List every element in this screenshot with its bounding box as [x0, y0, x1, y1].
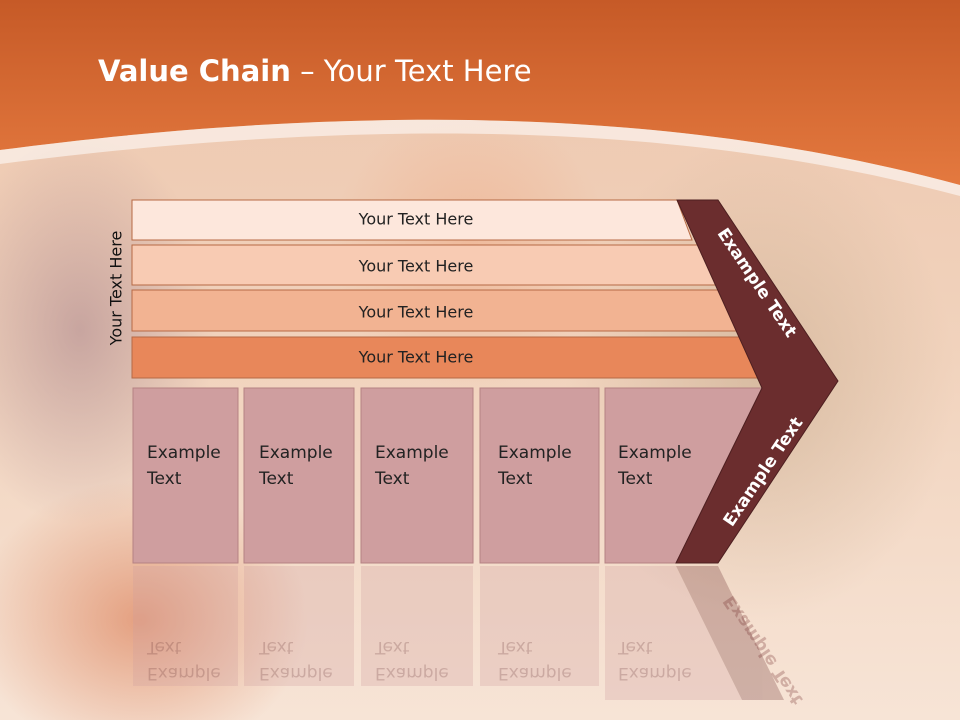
cell-1 [132, 387, 239, 564]
band-label-1: Your Text Here [358, 209, 474, 229]
band-label-4: Your Text Here [358, 347, 474, 367]
chevron-margin [675, 199, 839, 564]
band-label-2: Your Text Here [358, 256, 474, 276]
band-label-3: Your Text Here [358, 302, 474, 322]
band-1 [131, 199, 693, 241]
title-rest: – Your Text Here [290, 54, 532, 88]
title-bold: Value Chain [98, 54, 291, 88]
cell-2 [243, 387, 355, 564]
cell-4 [479, 387, 600, 564]
header-banner [0, 0, 960, 196]
slide-title: Value Chain – Your Text Here [98, 54, 532, 88]
cell-3 [360, 387, 474, 564]
